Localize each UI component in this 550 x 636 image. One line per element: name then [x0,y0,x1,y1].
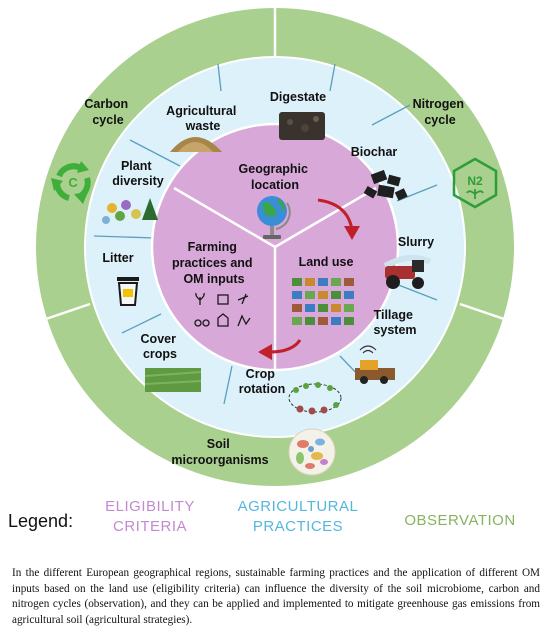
legend-agricultural-line1: AGRICULTURAL [237,498,359,515]
tillage-system-label: Tillage system [373,308,416,337]
nitrogen-cycle-label: Nitrogen cycle [413,97,468,127]
cycle-arrow-bottom [258,339,302,360]
biochar-icon [363,169,408,201]
recycle-carbon-icon: C [51,161,91,204]
figure-caption: In the different European geographical r… [12,567,540,626]
soil-microorganisms-label: Soil microorganisms [171,437,268,467]
land-use-label: Land use [299,255,354,269]
slurry-tractor-icon [383,254,432,289]
legend-agricultural-practices: AGRICULTURAL PRACTICES [232,497,364,537]
geographic-location-label: Geographic location [239,162,312,192]
nitrogen-hexagon-icon: N2 [452,157,498,209]
agricultural-waste-icon [170,137,222,152]
criteria-dividers [173,186,377,370]
legend-eligibility-line2: CRITERIA [112,518,187,535]
observation-dividers [39,7,511,323]
legend-agricultural-line2: PRACTICES [252,518,344,535]
globe-icon [257,196,291,239]
land-use-icons-grid [292,278,354,325]
farming-practices-label: Farming practices and OM inputs [172,240,256,286]
litter-label: Litter [102,251,133,265]
legend-title: Legend: [8,511,74,531]
cover-crops-icon [144,368,202,392]
cover-crops-label: Cover crops [141,332,180,361]
digestate-icon [279,112,325,140]
tillage-icon [355,345,395,384]
digestate-label: Digestate [270,90,326,104]
litter-bin-icon [117,277,139,306]
plant-diversity-label: Plant diversity [112,159,163,188]
plant-diversity-icon [102,198,158,224]
legend-eligibility-line1: ELIGIBILITY [105,498,195,515]
legend-eligibility-criteria: ELIGIBILITY CRITERIA [90,497,210,537]
concentric-diagram: Carbon cycle C Nitrogen cycle N2 Soil mi… [34,6,516,488]
crop-rotation-icon [288,382,342,415]
agricultural-waste-label: Agricultural waste [166,104,240,133]
svg-text:C: C [68,175,78,190]
legend-observation: OBSERVATION [404,512,516,529]
farming-icons-grid [194,292,251,327]
crop-rotation-label: Crop rotation [239,367,286,396]
svg-text:N2: N2 [467,174,483,188]
practices-dividers [93,63,438,405]
slurry-label: Slurry [398,235,434,249]
carbon-cycle-label: Carbon cycle [84,97,131,127]
biochar-label: Biochar [351,145,398,159]
cycle-arrow-top-right [317,198,360,240]
microorganisms-icon [288,428,336,476]
